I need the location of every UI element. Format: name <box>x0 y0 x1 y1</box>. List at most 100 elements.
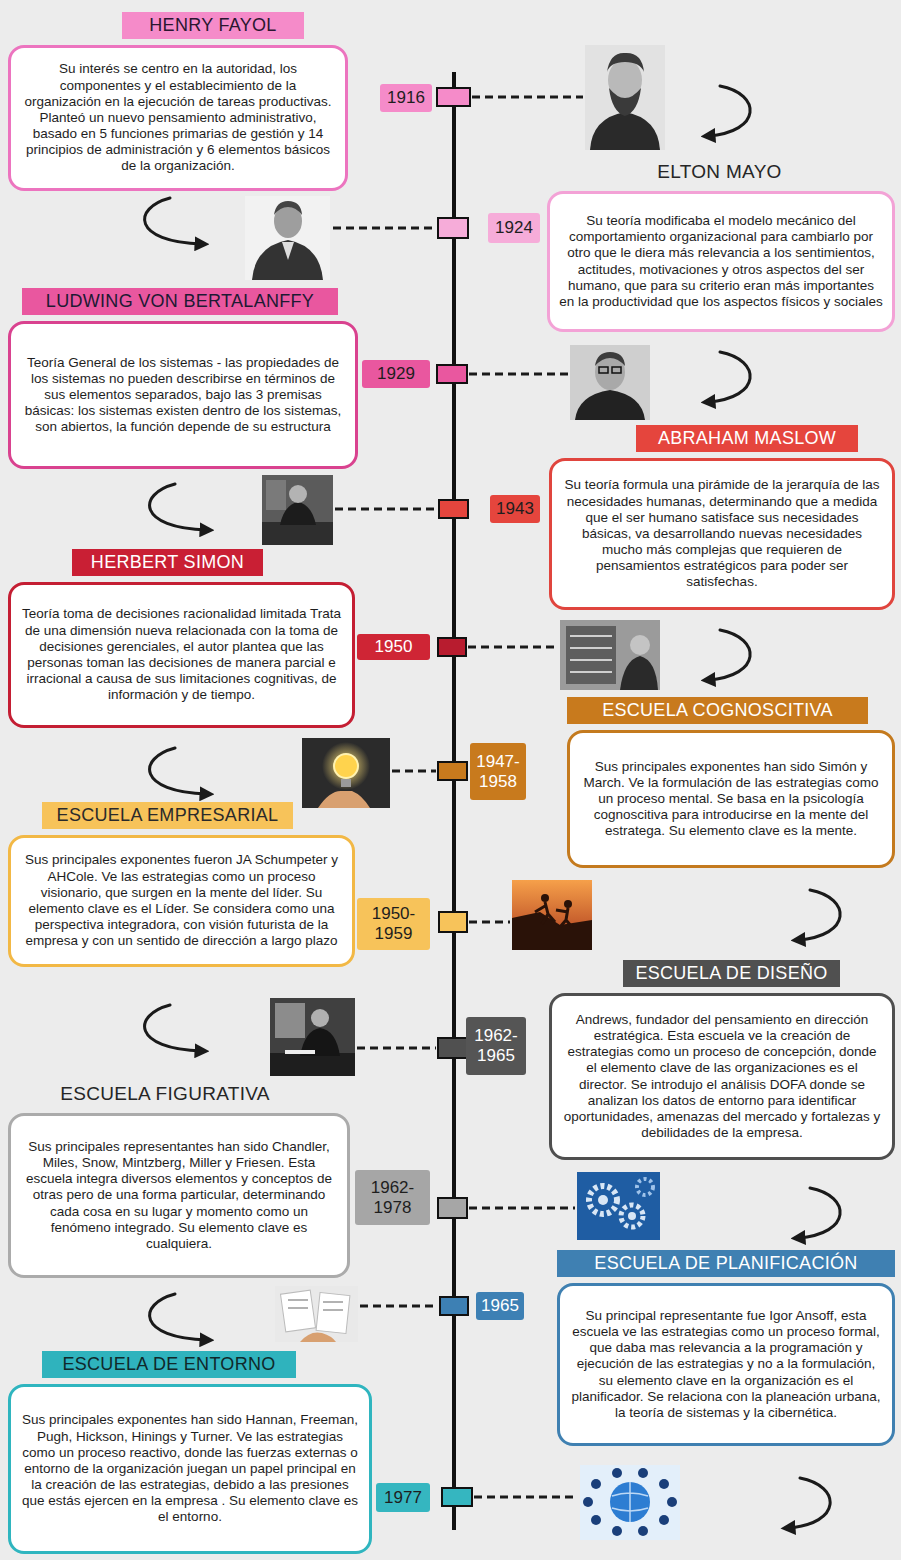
timeline-marker <box>439 500 468 518</box>
gears-photo <box>577 1172 660 1240</box>
desk-photo <box>266 480 286 510</box>
globe-photo <box>612 1482 648 1522</box>
dashed-leader <box>469 1207 575 1210</box>
timeline-marker <box>437 88 472 1506</box>
portrait-photo <box>282 242 294 260</box>
year-label: 1916 <box>387 88 425 108</box>
curved-arrow <box>708 86 750 136</box>
curved-arrow <box>145 1005 202 1051</box>
globe-photo <box>638 1526 648 1536</box>
lightbulb-photo <box>322 742 370 790</box>
globe-photo <box>583 1468 677 1536</box>
curved-arrow <box>708 352 750 402</box>
lightbulb-photo <box>302 738 390 808</box>
desk-photo <box>270 998 355 1076</box>
papers-photo <box>300 1332 336 1342</box>
portrait-photo <box>609 88 641 116</box>
card-heading: ELTON MAYO <box>647 158 792 185</box>
climbing-photo <box>541 894 549 902</box>
profile-card: ESCUELA DE ENTORNO Sus principales expone… <box>8 1351 372 1554</box>
dashed-leader <box>335 508 437 511</box>
globe-photo <box>583 1497 593 1507</box>
curved-arrow <box>145 198 202 244</box>
gears-photo <box>621 1205 643 1227</box>
portrait-photo <box>595 352 625 366</box>
globe-photo <box>659 1515 669 1525</box>
dashed-leader <box>468 646 558 649</box>
timeline-marker <box>438 218 468 238</box>
globe-photo <box>591 1479 601 1489</box>
globe-photo <box>667 1497 677 1507</box>
desk-photo <box>262 475 333 545</box>
portrait-photo <box>599 367 608 373</box>
timeline-marker <box>438 1038 467 1058</box>
papers-photo <box>316 1293 350 1334</box>
card-heading: ABRAHAM MASLOW <box>636 425 858 452</box>
year-label: 1950- 1959 <box>361 904 426 943</box>
curved-arrow <box>150 748 207 794</box>
dashed-leader <box>392 770 436 773</box>
year-label: 1965 <box>481 1296 519 1316</box>
dashed-leader <box>357 1047 436 1050</box>
globe-photo <box>580 1465 680 1540</box>
portrait-photo <box>607 53 644 72</box>
computer-photo <box>630 635 650 655</box>
desk-photo <box>285 1050 315 1054</box>
year-label: 1929 <box>377 364 415 384</box>
card-body: Su teoría modificaba el modelo mecánico … <box>547 191 895 332</box>
year-label: 1947- 1958 <box>474 752 522 791</box>
card-heading: ESCUELA COGNOSCITIVA <box>567 697 868 724</box>
profile-card: HENRY FAYOLSu interés se centro en la au… <box>8 12 348 191</box>
lightbulb-photo <box>302 738 390 808</box>
year-tag: 1962- 1978 <box>355 1170 430 1225</box>
card-heading: ESCUELA DE ENTORNO <box>42 1351 296 1378</box>
year-tag: 1965 <box>476 1292 524 1320</box>
desk-photo <box>280 502 316 525</box>
timeline-marker <box>438 638 466 656</box>
dashed-leader <box>333 227 436 230</box>
globe-photo <box>580 1465 680 1540</box>
card-heading: ESCUELA EMPRESARIAL <box>42 802 293 829</box>
year-tag: 1916 <box>380 84 432 112</box>
year-label: 1977 <box>384 1488 422 1508</box>
profile-card: LUDWING VON BERTALANFFYTeoría General de… <box>8 288 358 469</box>
card-body: Teoría General de los sistemas - las pro… <box>8 321 358 469</box>
profile-card: ESCUELA COGNOSCITIVASus principales expo… <box>567 697 895 868</box>
card-body: Sus principales exponentes han sido Hann… <box>8 1384 372 1554</box>
curved-arrow <box>788 1478 830 1528</box>
globe-photo <box>610 1482 650 1522</box>
card-body: Sus principales representantes han sido … <box>8 1113 350 1278</box>
card-heading: ESCUELA DE PLANIFICACIÓN <box>557 1250 895 1277</box>
year-tag: 1924 <box>488 213 540 243</box>
climbing-photo <box>564 900 572 908</box>
year-label: 1924 <box>495 218 533 238</box>
lightbulb-photo <box>318 791 370 808</box>
climbing-photo <box>535 902 555 924</box>
lightbulb-photo <box>341 779 351 787</box>
card-body: Su principal representante fue Igor Anso… <box>557 1283 895 1446</box>
computer-photo <box>570 636 612 672</box>
globe-photo <box>591 1515 601 1525</box>
gears-photo <box>598 1195 608 1205</box>
card-heading: HERBERT SIMON <box>72 549 263 576</box>
card-body: Andrews, fundador del pensamiento en dir… <box>549 993 895 1160</box>
curved-arrow <box>150 1294 207 1340</box>
gears-photo <box>637 1179 653 1195</box>
papers-photo <box>281 1290 316 1332</box>
climbing-photo <box>556 908 572 927</box>
portrait-photo <box>245 196 330 280</box>
profile-card: ABRAHAM MASLOWSu teoría formula una pirá… <box>549 425 895 610</box>
dashed-leader <box>474 1496 578 1499</box>
card-body: Teoría toma de decisiones racionalidad l… <box>8 582 355 728</box>
desk-photo <box>270 998 355 1076</box>
gears-photo <box>628 1212 636 1220</box>
year-label: 1962- 1978 <box>359 1178 426 1217</box>
timeline-marker <box>438 762 467 780</box>
globe-photo <box>659 1479 669 1489</box>
year-tag: 1977 <box>376 1483 430 1512</box>
computer-photo <box>560 620 660 690</box>
timeline-marker <box>442 1488 472 1506</box>
desk-photo <box>311 1009 329 1027</box>
card-body: Su interés se centro en la autoridad, lo… <box>8 45 348 191</box>
